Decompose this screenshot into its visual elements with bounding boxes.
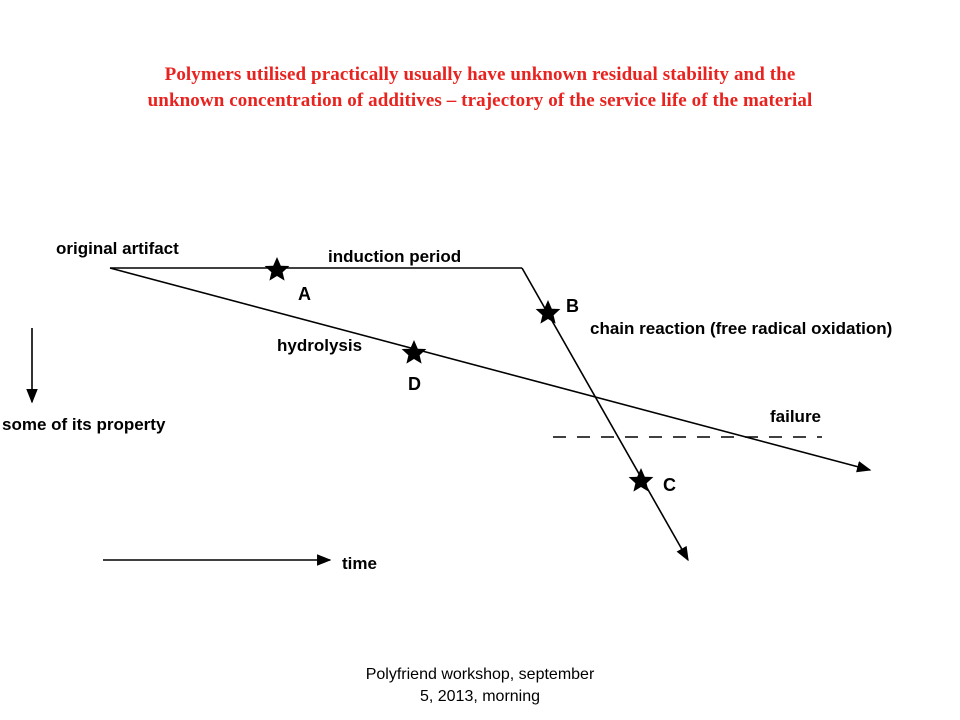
- hydrolysis-arrow: [109, 267, 872, 473]
- point-label-b: B: [566, 296, 579, 316]
- label-hydrolysis: hydrolysis: [277, 336, 362, 355]
- label-induction-period: induction period: [328, 247, 461, 266]
- star-icon-a: [264, 257, 290, 281]
- star-icon-c: [628, 468, 654, 492]
- label-failure: failure: [770, 407, 821, 426]
- label-original-artifact: original artifact: [56, 239, 179, 258]
- label-time: time: [342, 554, 377, 573]
- star-icon-d: [401, 340, 427, 364]
- point-label-a: A: [298, 284, 311, 304]
- point-label-c: C: [663, 475, 676, 495]
- footer-line-2: 5, 2013, morning: [419, 688, 541, 705]
- title-line-2: unknown concentration of additives – tra…: [147, 90, 813, 111]
- star-icon-b: [535, 300, 561, 324]
- slide-footer: Polyfriend workshop, september 5, 2013, …: [300, 664, 660, 708]
- label-some-property: some of its property: [2, 415, 166, 434]
- footer-line-1: Polyfriend workshop, september: [365, 666, 595, 683]
- point-label-d: D: [408, 374, 421, 394]
- slide-title: Polymers utilised practically usually ha…: [0, 62, 960, 114]
- title-line-1: Polymers utilised practically usually ha…: [164, 64, 796, 85]
- label-chain-reaction: chain reaction (free radical oxidation): [590, 319, 892, 338]
